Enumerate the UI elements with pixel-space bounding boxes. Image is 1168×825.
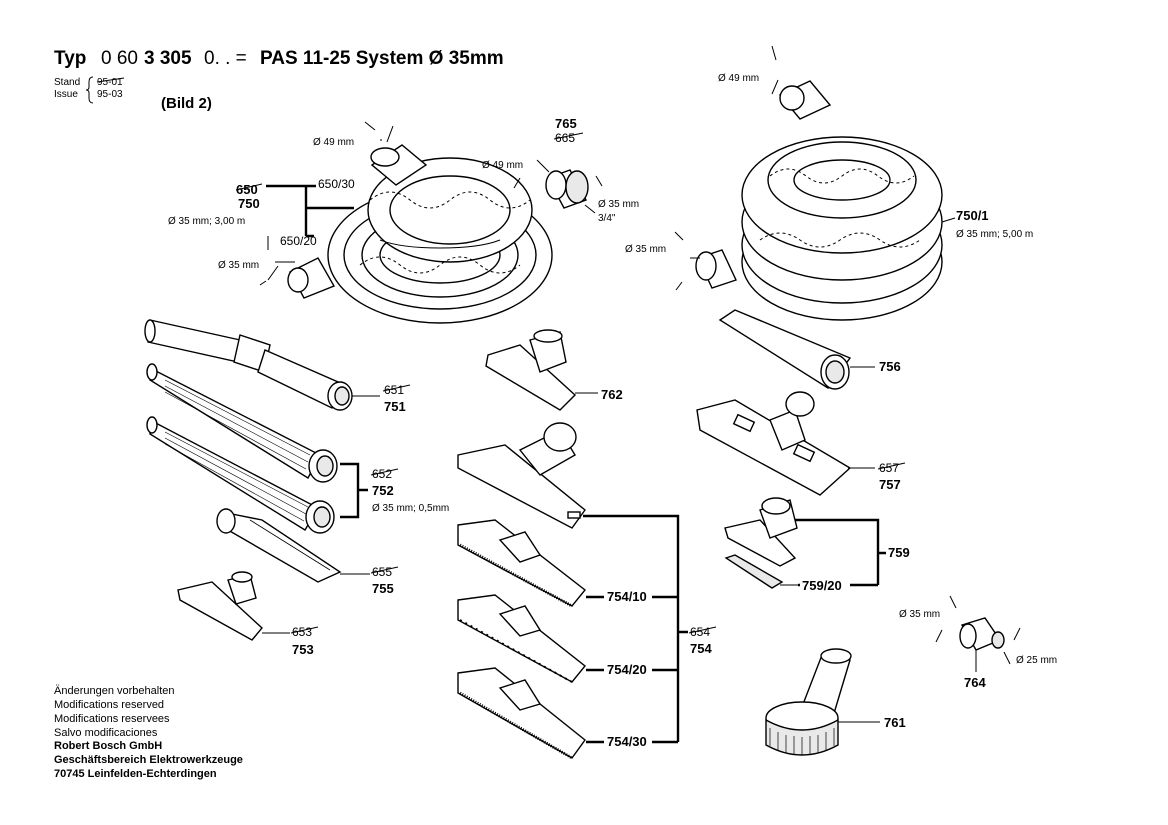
adapter-765-d1: Ø 49 mm xyxy=(482,160,523,171)
footer-line-1: Änderungen vorbehalten xyxy=(54,685,174,697)
floor-nozzle-757 xyxy=(696,391,852,496)
elbow-tube-751 xyxy=(144,319,353,411)
brush-strip-759-20-num: 759/20 xyxy=(802,578,842,593)
bild-label: (Bild 2) xyxy=(161,95,212,112)
round-brush-761-num: 761 xyxy=(884,715,906,730)
title-suffix: 0. . = xyxy=(204,48,247,69)
nozzle-762 xyxy=(485,329,577,411)
title-number-bold: 3 305 xyxy=(144,48,192,69)
hose-750-d-top: Ø 49 mm xyxy=(313,137,354,148)
hose-750-ref-650-20: 650/20 xyxy=(280,234,317,248)
squeegee-754-30 xyxy=(457,667,586,760)
hose-750-1 xyxy=(695,80,943,321)
reducer-764-num: 764 xyxy=(964,675,986,690)
wet-nozzle-754-old: 654 xyxy=(690,625,710,639)
hose-750-ref-650-30: 650/30 xyxy=(318,177,355,191)
hose-750-1-d-top: Ø 49 mm xyxy=(718,73,759,84)
floor-nozzle-753-old: 653 xyxy=(292,625,312,639)
hose-750-1-spec: Ø 35 mm; 5,00 m xyxy=(956,229,1033,240)
extension-tube-752-spec: Ø 35 mm; 0,5mm xyxy=(372,503,449,514)
extension-tube-752b xyxy=(146,416,335,534)
stand-old: 95-01 xyxy=(97,77,123,88)
crevice-nozzle-755 xyxy=(216,508,342,583)
wet-nozzle-754-num: 754 xyxy=(690,641,712,656)
adapter-765-num: 765 xyxy=(555,116,577,131)
footer-line-4: Salvo modificaciones xyxy=(54,727,158,739)
stand-label: Stand xyxy=(54,77,80,88)
nozzle-756 xyxy=(718,309,852,390)
wet-nozzle-754 xyxy=(457,422,586,529)
extension-tube-752a xyxy=(146,363,338,483)
nozzle-756-num: 756 xyxy=(879,359,901,374)
floor-nozzle-753 xyxy=(177,571,263,641)
extension-tube-752-old: 652 xyxy=(372,467,392,481)
elbow-tube-751-old: 651 xyxy=(384,383,404,397)
adapter-765-thread: 3/4" xyxy=(598,213,616,224)
hose-750-num: 750 xyxy=(238,196,260,211)
extension-tube-752-num: 752 xyxy=(372,483,394,498)
adapter-765 xyxy=(545,169,589,209)
squeegee-754-30-num: 754/30 xyxy=(607,734,647,749)
hose-750-1-num: 750/1 xyxy=(956,208,989,223)
squeegee-754-10 xyxy=(457,519,586,608)
reducer-764-d2: Ø 25 mm xyxy=(1016,655,1057,666)
crevice-nozzle-755-old: 655 xyxy=(372,565,392,579)
squeegee-754-20 xyxy=(457,594,586,683)
issue-label: Issue xyxy=(54,89,78,100)
title-number-light: 0 60 xyxy=(101,48,138,69)
title-prefix: Typ xyxy=(54,48,86,69)
reducer-764 xyxy=(959,617,1005,651)
nozzle-759-num: 759 xyxy=(888,545,910,560)
hose-750-spec: Ø 35 mm; 3,00 m xyxy=(168,216,245,227)
footer-company-1: Robert Bosch GmbH xyxy=(54,740,162,752)
footer-company-3: 70745 Leinfelden-Echterdingen xyxy=(54,768,217,780)
floor-nozzle-753-num: 753 xyxy=(292,642,314,657)
elbow-tube-751-num: 751 xyxy=(384,399,406,414)
title-model: PAS 11-25 System Ø 35mm xyxy=(260,48,504,69)
hose-750 xyxy=(287,144,553,324)
nozzle-762-num: 762 xyxy=(601,387,623,402)
issue-date: 95-03 xyxy=(97,89,123,100)
adapter-765-d2: Ø 35 mm xyxy=(598,199,639,210)
footer-line-2: Modifications reserved xyxy=(54,699,164,711)
squeegee-754-20-num: 754/20 xyxy=(607,662,647,677)
brush-strip-759-20 xyxy=(724,554,784,589)
crevice-nozzle-755-num: 755 xyxy=(372,581,394,596)
floor-nozzle-757-old: 657 xyxy=(879,461,899,475)
squeegee-754-10-num: 754/10 xyxy=(607,589,647,604)
footer-company-2: Geschäftsbereich Elektrowerkzeuge xyxy=(54,754,243,766)
nozzle-759 xyxy=(724,497,798,567)
hose-750-1-d-bottom: Ø 35 mm xyxy=(625,244,666,255)
footer-line-3: Modifications reservees xyxy=(54,713,170,725)
round-brush-761 xyxy=(765,648,852,756)
reducer-764-d1: Ø 35 mm xyxy=(899,609,940,620)
hose-750-d-bottom: Ø 35 mm xyxy=(218,260,259,271)
floor-nozzle-757-num: 757 xyxy=(879,477,901,492)
adapter-765-old: 665 xyxy=(555,131,575,145)
